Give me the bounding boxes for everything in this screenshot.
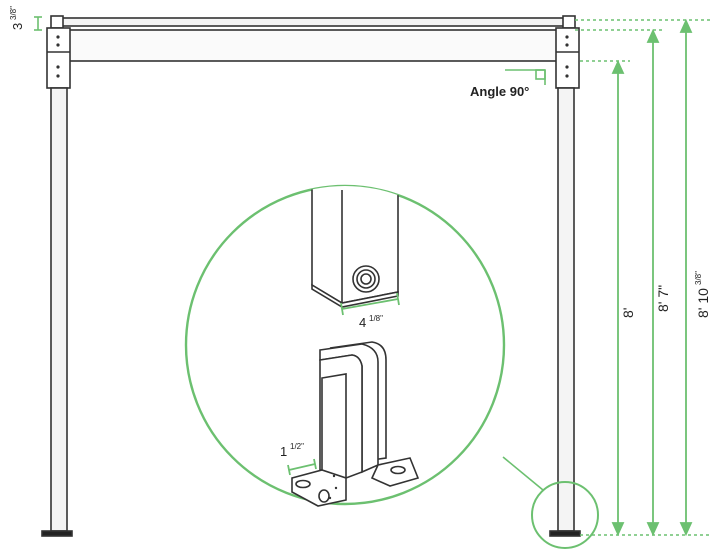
bracket-width-label: 1 1/2" <box>280 442 304 459</box>
svg-text:3: 3 <box>10 23 25 30</box>
bracket-width-dimension <box>287 458 317 476</box>
svg-text:1/2": 1/2" <box>290 442 304 451</box>
svg-text:4: 4 <box>359 315 366 330</box>
height-arrows <box>611 18 693 537</box>
top-cap-right-end <box>562 15 576 29</box>
post-width-label: 4 1/8" <box>359 314 383 330</box>
header-beam <box>63 29 559 62</box>
svg-text:1/8": 1/8" <box>369 314 383 323</box>
detail-callout <box>184 184 599 549</box>
right-base-plate <box>549 530 581 537</box>
height-total-label: 8' 10 3/8" <box>694 271 711 318</box>
right-post <box>557 87 575 532</box>
height-8-7-label: 8' 7" <box>655 285 671 312</box>
bolt-head-icon <box>352 265 380 293</box>
top-cap-rail <box>52 17 574 27</box>
bracket-bolts <box>56 35 569 78</box>
angle-label: Angle 90° <box>470 84 529 99</box>
dimension-lines <box>34 16 712 536</box>
top-gap-label: 3 3/8" <box>9 6 25 30</box>
left-base-plate <box>41 530 73 537</box>
top-cap-left-end <box>50 15 64 29</box>
post-width-dimension <box>340 292 400 316</box>
svg-text:3/8": 3/8" <box>9 6 18 20</box>
svg-text:8' 10: 8' 10 <box>695 288 711 318</box>
svg-text:3/8": 3/8" <box>694 271 703 285</box>
pergola-frame <box>41 15 581 537</box>
left-post <box>50 87 68 532</box>
height-8-label: 8' <box>620 308 636 318</box>
post-bottom-detail <box>311 186 399 308</box>
svg-text:1: 1 <box>280 444 287 459</box>
post-bracket-icon <box>291 341 420 507</box>
callout-small-circle <box>531 481 599 549</box>
